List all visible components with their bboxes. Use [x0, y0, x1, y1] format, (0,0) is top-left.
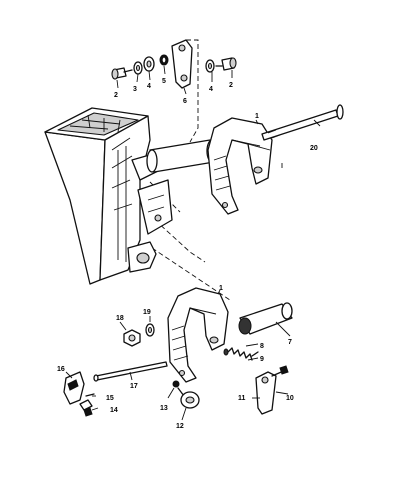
- label-8: 8: [260, 343, 264, 350]
- label-2-left: 2: [114, 92, 118, 99]
- label-17: 17: [130, 383, 138, 390]
- label-2-right: 2: [229, 82, 233, 89]
- lower-clamp-bracket: [167, 287, 229, 383]
- label-16: 16: [57, 366, 65, 373]
- label-7: 7: [288, 339, 292, 346]
- label-20: 20: [310, 145, 318, 152]
- label-13: 13: [160, 405, 168, 412]
- label-1-upper: 1: [255, 113, 259, 120]
- driveshaft-housing: [44, 107, 173, 285]
- label-4-left: 4: [147, 83, 151, 90]
- label-12: 12: [176, 423, 184, 430]
- label-5: 5: [162, 78, 166, 85]
- spring-and-pin: [223, 347, 259, 361]
- retainer-bracket: [63, 371, 95, 417]
- label-10: 10: [286, 395, 294, 402]
- assembly-guide-lines: [149, 39, 283, 301]
- tilt-pin-cylinder: [238, 302, 293, 335]
- upper-hardware: [111, 39, 237, 89]
- upper-clamp-bracket: [207, 117, 273, 215]
- label-6: 6: [183, 98, 187, 105]
- callout-labels: 2 3 4 5 6 4 2 1 20 1 7 8 9 10 11 12 13 1…: [57, 78, 318, 430]
- swivel-pivot-tube: [146, 139, 218, 173]
- label-15: 15: [106, 395, 114, 402]
- release-lever: [255, 365, 289, 415]
- label-14: 14: [110, 407, 118, 414]
- leader-lines: [65, 65, 321, 421]
- tilt-tube-bolt: [261, 104, 344, 141]
- long-rod: [93, 361, 168, 382]
- nut-and-washer: [123, 323, 155, 347]
- label-11: 11: [238, 395, 246, 402]
- adjuster-knob: [172, 380, 200, 409]
- label-1-lower: 1: [219, 285, 223, 292]
- label-3: 3: [133, 86, 137, 93]
- label-19: 19: [143, 309, 151, 316]
- label-4-right: 4: [209, 86, 213, 93]
- label-18: 18: [116, 315, 124, 322]
- label-9: 9: [260, 356, 264, 363]
